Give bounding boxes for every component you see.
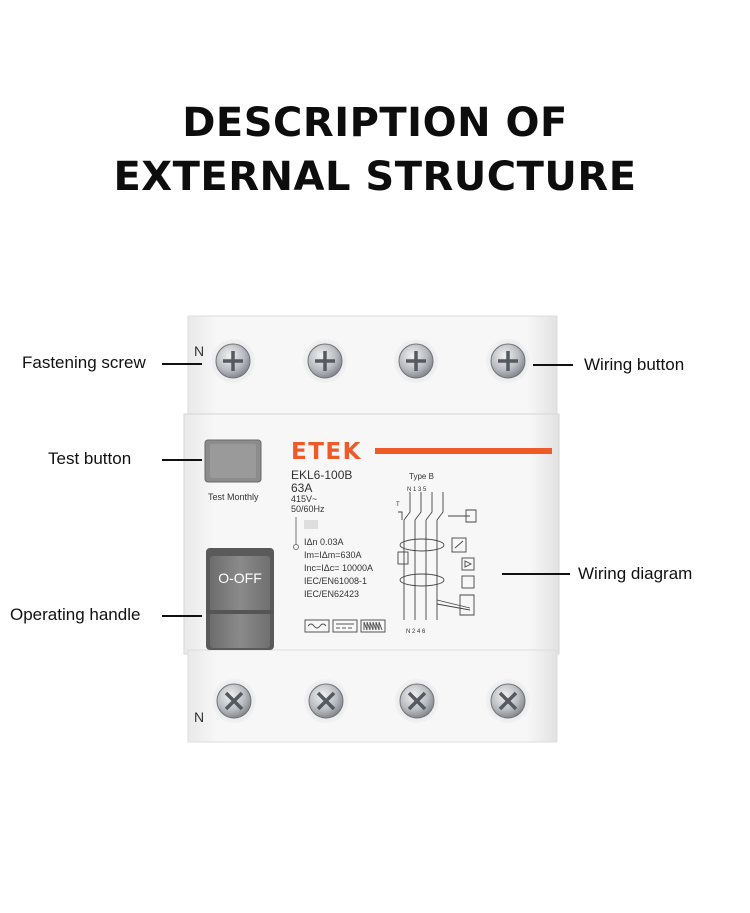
voltage-label: 415V~ xyxy=(291,494,317,504)
leader-wiring-diagram xyxy=(502,573,570,575)
waveform-symbols xyxy=(304,619,386,633)
diagram-test-marker: T xyxy=(396,502,400,508)
leader-wiring-button xyxy=(533,364,573,366)
top-screw-3 xyxy=(394,339,438,383)
leader-fastening-screw xyxy=(162,363,202,365)
operating-handle[interactable] xyxy=(210,556,270,648)
page-title-line-1: DESCRIPTION OF xyxy=(182,100,568,146)
callout-wiring-button: Wiring button xyxy=(584,355,685,374)
standard-1: IEC/EN61008-1 xyxy=(304,576,367,586)
test-monthly-label: Test Monthly xyxy=(208,492,259,502)
diagram-top-terminals: N 1 3 5 xyxy=(407,487,427,493)
callout-test-button: Test button xyxy=(48,449,132,468)
bottom-screw-6 xyxy=(486,679,530,723)
brand-logo: ETEK xyxy=(291,439,362,465)
diagram-type-label: Type B xyxy=(409,472,434,481)
rated-residual-current: IΔn 0.03A xyxy=(304,537,344,547)
neutral-marker-top: N xyxy=(194,343,204,359)
neutral-marker-bottom: N xyxy=(194,709,204,725)
top-screw-1 xyxy=(303,339,347,383)
top-screw-5 xyxy=(486,339,530,383)
frequency-label: 50/60Hz xyxy=(291,504,325,514)
wiring-diagram: Type B N 1 3 5 T N 2 4 6 xyxy=(396,472,477,635)
model-label: EKL6-100B xyxy=(291,468,352,482)
short-circuit-current: Inc=IΔc= 10000A xyxy=(304,563,373,573)
brand-stripe xyxy=(375,448,552,454)
handle-off-label: O-OFF xyxy=(218,570,262,586)
bottom-screw-4 xyxy=(395,679,439,723)
diagram-bottom-terminals: N 2 4 6 xyxy=(406,629,426,635)
leader-test-button xyxy=(162,459,202,461)
bottom-screw-2 xyxy=(304,679,348,723)
rating-label: 63A xyxy=(291,481,312,495)
callout-operating-handle: Operating handle xyxy=(10,605,141,624)
leader-operating-handle xyxy=(162,615,202,617)
standard-2: IEC/EN62423 xyxy=(304,589,359,599)
page-title-line-2: EXTERNAL STRUCTURE xyxy=(113,154,637,200)
bottom-screw-n xyxy=(212,679,256,723)
callout-wiring-diagram: Wiring diagram xyxy=(578,564,693,583)
making-breaking-capacity: Im=IΔm=630A xyxy=(304,550,362,560)
top-screw-n xyxy=(211,339,255,383)
callout-fastening-screw: Fastening screw xyxy=(22,353,146,372)
